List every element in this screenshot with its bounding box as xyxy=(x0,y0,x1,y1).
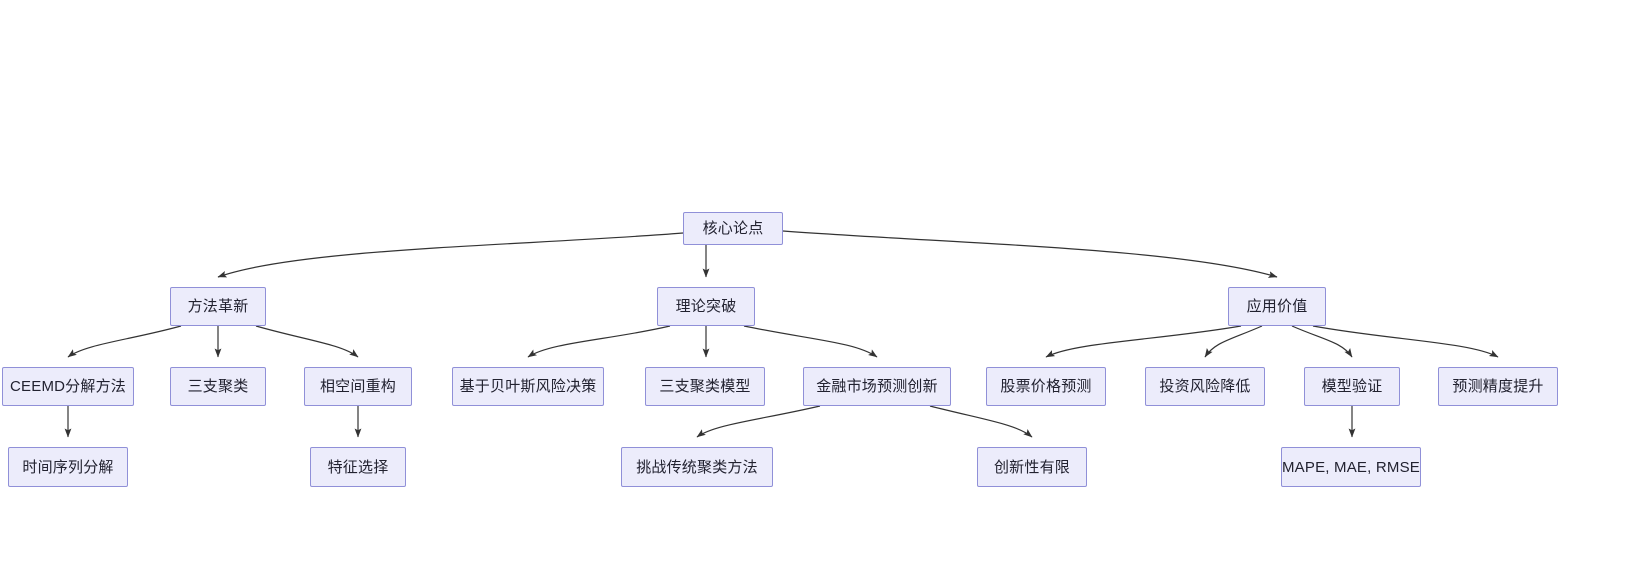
node-label-l3a1: CEEMD分解方法 xyxy=(10,378,126,395)
node-label-l3c3: 模型验证 xyxy=(1321,378,1383,395)
node-label-l4b1: 挑战传统聚类方法 xyxy=(636,458,758,476)
node-l2a[interactable]: 方法革新 xyxy=(170,287,266,326)
node-l3b2[interactable]: 三支聚类模型 xyxy=(645,367,765,406)
node-l3a1[interactable]: CEEMD分解方法 xyxy=(2,367,134,406)
edge-l2c-to-l3c2 xyxy=(1204,325,1263,358)
edge-paths xyxy=(64,230,1499,438)
node-l3c1[interactable]: 股票价格预测 xyxy=(986,367,1106,406)
node-label-l2a: 方法革新 xyxy=(187,298,249,315)
edge-l3b3-to-l4b1 xyxy=(696,405,821,438)
node-label-l3b3: 金融市场预测创新 xyxy=(816,378,938,395)
node-l3a3[interactable]: 相空间重构 xyxy=(304,367,412,406)
node-l4a2[interactable]: 特征选择 xyxy=(310,447,406,487)
node-label-l4c1: MAPE, MAE, RMSE xyxy=(1281,458,1421,476)
node-label-l3b1: 基于贝叶斯风险决策 xyxy=(459,378,597,395)
node-label-l3c4: 预测精度提升 xyxy=(1452,378,1544,395)
edge-l2c-to-l3c4 xyxy=(1312,325,1499,358)
edge-l2b-to-l3b1 xyxy=(527,325,671,358)
node-label-root: 核心论点 xyxy=(702,220,764,237)
node-l3c3[interactable]: 模型验证 xyxy=(1304,367,1400,406)
edge-l3b3-to-l4b2 xyxy=(929,405,1033,438)
node-label-l4b2: 创新性有限 xyxy=(993,458,1070,476)
node-label-l2c: 应用价值 xyxy=(1246,298,1308,315)
node-label-l4a2: 特征选择 xyxy=(327,458,389,476)
node-l2b[interactable]: 理论突破 xyxy=(657,287,755,326)
edge-l2c-to-l3c3 xyxy=(1291,325,1353,358)
edge-l2a-to-l3a1 xyxy=(67,325,182,358)
node-l3b1[interactable]: 基于贝叶斯风险决策 xyxy=(452,367,604,406)
node-l3b3[interactable]: 金融市场预测创新 xyxy=(803,367,951,406)
node-l3c4[interactable]: 预测精度提升 xyxy=(1438,367,1558,406)
node-root[interactable]: 核心论点 xyxy=(683,212,783,245)
node-l4c1[interactable]: MAPE, MAE, RMSE xyxy=(1281,447,1421,487)
node-label-l2b: 理论突破 xyxy=(675,298,737,315)
edge-root-to-l2a xyxy=(217,232,684,278)
node-l4b1[interactable]: 挑战传统聚类方法 xyxy=(621,447,773,487)
node-l3c2[interactable]: 投资风险降低 xyxy=(1145,367,1265,406)
edge-root-to-l2c xyxy=(782,230,1278,278)
node-l2c[interactable]: 应用价值 xyxy=(1228,287,1326,326)
node-label-l3c1: 股票价格预测 xyxy=(1000,378,1092,395)
node-l4b2[interactable]: 创新性有限 xyxy=(977,447,1087,487)
node-label-l3c2: 投资风险降低 xyxy=(1159,378,1251,395)
node-label-l3b2: 三支聚类模型 xyxy=(659,378,751,395)
node-label-l4a1: 时间序列分解 xyxy=(22,458,114,476)
node-label-l3a2: 三支聚类 xyxy=(187,378,249,395)
edge-l2b-to-l3b3 xyxy=(743,325,878,358)
node-l4a1[interactable]: 时间序列分解 xyxy=(8,447,128,487)
node-l3a2[interactable]: 三支聚类 xyxy=(170,367,266,406)
edge-l2c-to-l3c1 xyxy=(1045,325,1242,358)
edge-l2a-to-l3a3 xyxy=(255,325,359,358)
node-label-l3a3: 相空间重构 xyxy=(319,378,396,395)
